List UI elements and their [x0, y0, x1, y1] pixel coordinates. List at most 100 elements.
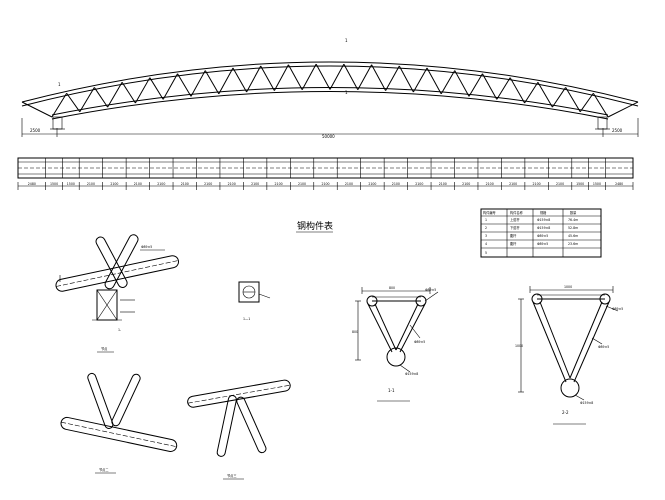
sec1-leader-b: Φ89×5 [414, 340, 425, 344]
plan-dim-label: 2100 [275, 182, 283, 186]
web-member [509, 77, 526, 104]
web-member [468, 73, 483, 97]
dim-right: 2500 [612, 128, 623, 133]
web-member [149, 77, 164, 100]
web-member [190, 70, 206, 97]
drawing-title: 钢构件表 [296, 220, 333, 233]
web-member [121, 81, 136, 104]
table-cell: 5 [485, 251, 487, 255]
plan-dim-label: 2100 [509, 182, 517, 186]
sec2-label: 2-2 [562, 410, 569, 415]
table-header-4: 数量 [570, 210, 577, 215]
plan-dim-label: 2100 [462, 182, 470, 186]
hole-label: 1—1 [243, 317, 250, 321]
section-2-2: 1000 1000 Φ89×5 Φ89×5 Φ159×8 2-2 [515, 285, 623, 425]
web-member [93, 87, 109, 108]
svg-text:钢构件表: 钢构件表 [297, 220, 333, 232]
support-left [50, 116, 65, 130]
web-member [162, 73, 178, 100]
node2-label: 节点二 [99, 467, 109, 472]
end-post-right [607, 101, 639, 118]
table-cell: 腹杆 [510, 241, 517, 246]
plan-dim-label: 2100 [251, 182, 259, 186]
web-member [343, 63, 359, 91]
web-member [329, 63, 345, 90]
web-member [371, 64, 387, 91]
node-detail-label: 节点 [101, 346, 108, 351]
sec2-leader-b: Φ89×5 [598, 345, 609, 349]
top-chord-inner [21, 65, 639, 107]
plan-dim-label: 2100 [87, 182, 95, 186]
table-cell: 4 [485, 242, 487, 246]
plan-dim-label: 2100 [533, 182, 541, 186]
node-detail-3: 节点三 [187, 379, 291, 480]
plan-dim-label: 2100 [321, 182, 329, 186]
web-member [51, 92, 68, 118]
web-members [51, 63, 609, 118]
table-cell: Φ159×8 [537, 226, 550, 230]
plan-dim-label: 2100 [228, 182, 236, 186]
member-table: 构件编号 构件名称 规格 数量 1 上弦杆 Φ159×8 76.4m 2 下弦杆… [480, 208, 602, 258]
section-mark-left: 1 [58, 82, 61, 87]
dim-span: 50000 [322, 134, 335, 139]
plan-dim-label: 2100 [134, 182, 142, 186]
web-member [301, 63, 317, 91]
plan-dim-label: 2100 [204, 182, 212, 186]
plan-dim-label: 2100 [298, 182, 306, 186]
sec2-leader-c: Φ159×8 [580, 401, 593, 405]
table-cell: 52.8m [568, 226, 578, 230]
web-member [357, 64, 373, 91]
plan-dims: 2480 1500 1500 2100 2100 2100 2100 2100 2100 2100… [17, 182, 634, 190]
table-header-3: 规格 [540, 210, 547, 215]
section-mark-top: 1 [345, 38, 348, 43]
sec1-leader-c: Φ159×8 [405, 372, 418, 376]
node-note: 1- [118, 328, 121, 332]
web-member [79, 87, 95, 113]
section-1-1: 800 800 Φ89×5 Φ89×5 Φ159×8 1-1 [352, 286, 439, 402]
end-post-left [21, 101, 53, 118]
top-chord-outer [21, 61, 639, 103]
web-member [454, 70, 470, 97]
web-member [315, 63, 331, 90]
plan-dim-label: 2100 [181, 182, 189, 186]
plan-dim-label: 2100 [110, 182, 118, 186]
plan-dim-label: 2100 [345, 182, 353, 186]
table-header-2: 构件名称 [510, 210, 524, 215]
web-member [496, 77, 511, 100]
plan-dim-label: 2100 [368, 182, 376, 186]
web-member [273, 64, 289, 91]
bottom-chord-outer [51, 87, 609, 116]
dim-left: 2500 [30, 128, 41, 133]
bottom-chord-inner [51, 91, 609, 120]
table-cell: 3 [485, 234, 487, 238]
plan-dim-label: 2480 [28, 182, 36, 186]
web-member [177, 73, 192, 97]
table-cell: 2 [485, 226, 487, 230]
sec2-side-dim: 1000 [515, 344, 523, 348]
web-member [232, 67, 248, 93]
table-cell: Φ159×8 [537, 218, 550, 222]
web-member [218, 67, 234, 95]
web-member [551, 87, 567, 108]
plan-dim-label: 2100 [157, 182, 165, 186]
web-member [204, 70, 220, 95]
plan-dim-label: 1500 [576, 182, 584, 186]
section-mark-bottom: 1 [345, 90, 348, 95]
web-member [107, 81, 123, 108]
node-detail-support: Φ89×5 1- 节点 [55, 234, 180, 353]
web-member [537, 81, 553, 108]
table-header-1: 构件编号 [483, 210, 496, 215]
plan-dim-label: 2480 [615, 182, 623, 186]
web-member [246, 65, 262, 93]
truss-plan: 2480 1500 1500 2100 2100 2100 2100 2100 2100 2100… [17, 157, 634, 190]
plan-dim-label: 1500 [50, 182, 58, 186]
web-member [524, 81, 539, 104]
elevation-dim-line [21, 118, 639, 137]
sec1-leader-a: Φ89×5 [425, 288, 436, 292]
web-member [287, 64, 303, 91]
plan-dim-label: 2100 [556, 182, 564, 186]
sec1-side-dim: 800 [352, 330, 358, 334]
web-member [260, 65, 275, 91]
node-detail-2: 节点二 [60, 372, 178, 474]
